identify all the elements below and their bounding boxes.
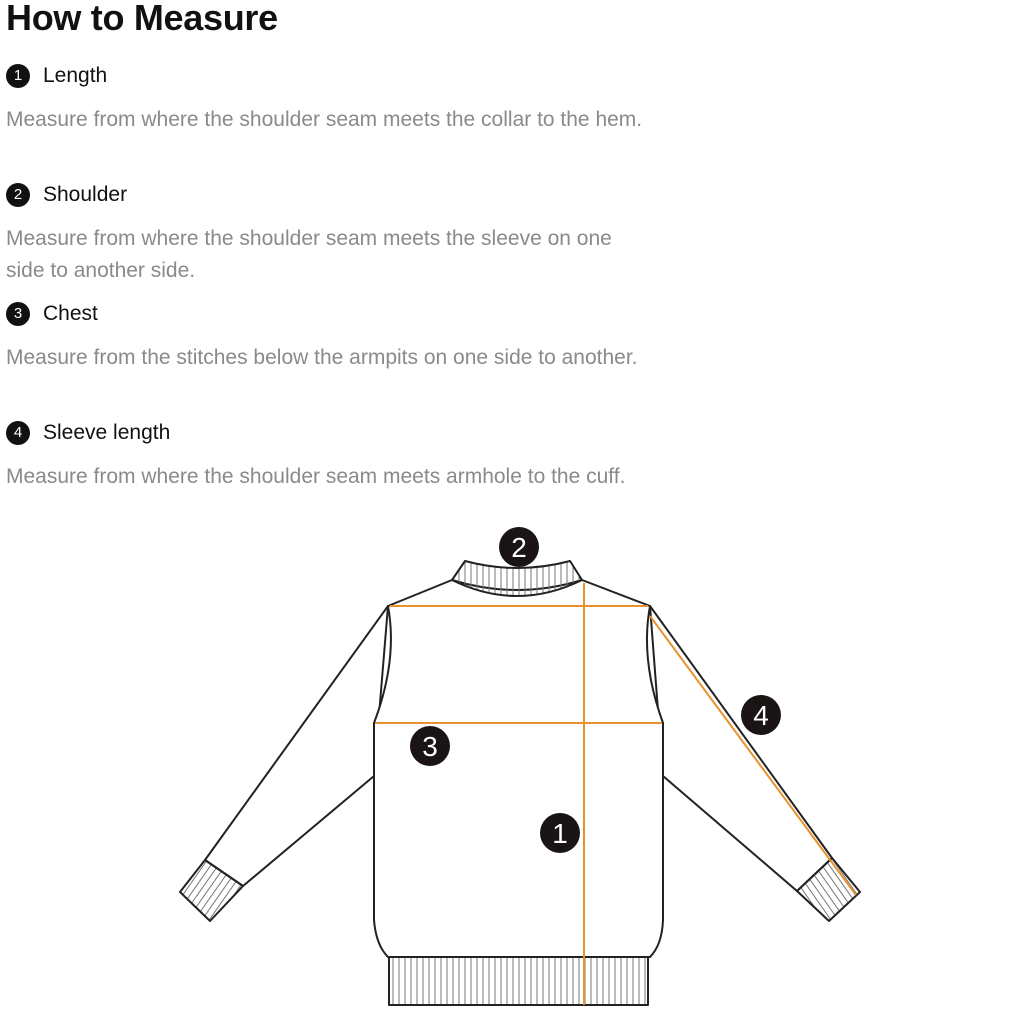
number-4-icon: 4 bbox=[6, 421, 30, 445]
section-shoulder: 2 Shoulder Measure from where the should… bbox=[6, 181, 646, 287]
section-label: Shoulder bbox=[43, 183, 128, 206]
svg-text:2: 2 bbox=[511, 532, 527, 563]
svg-text:4: 4 bbox=[753, 700, 769, 731]
number-2-icon: 2 bbox=[6, 183, 30, 207]
diagram-marker-1-icon: 1 bbox=[540, 813, 580, 853]
sweater-outline-icon bbox=[179, 560, 861, 1006]
measurement-lines bbox=[375, 583, 857, 1005]
sweater-measurement-diagram: 2 3 1 4 bbox=[179, 527, 861, 1006]
section-description: Measure from the stitches below the armp… bbox=[6, 346, 638, 369]
section-sleeve-length: 4 Sleeve length Measure from where the s… bbox=[6, 419, 646, 493]
section-length: 1 Length Measure from where the shoulder… bbox=[6, 62, 646, 136]
number-1-icon: 1 bbox=[6, 64, 30, 88]
section-description: Measure from where the shoulder seam mee… bbox=[6, 108, 643, 131]
section-header: 2 Shoulder bbox=[6, 181, 646, 209]
section-header: 3 Chest bbox=[6, 300, 646, 328]
section-description: Measure from where the shoulder seam mee… bbox=[6, 465, 626, 488]
diagram-marker-3-icon: 3 bbox=[410, 726, 450, 766]
svg-text:1: 1 bbox=[552, 818, 568, 849]
section-header: 1 Length bbox=[6, 62, 646, 90]
section-chest: 3 Chest Measure from the stitches below … bbox=[6, 300, 646, 374]
section-description: Measure from where the shoulder seam mee… bbox=[6, 227, 612, 282]
section-header: 4 Sleeve length bbox=[6, 419, 646, 447]
diagram-marker-2-icon: 2 bbox=[499, 527, 539, 567]
section-label: Sleeve length bbox=[43, 421, 171, 444]
page-title: How to Measure bbox=[6, 0, 278, 38]
section-label: Length bbox=[43, 64, 108, 87]
svg-text:3: 3 bbox=[422, 731, 438, 762]
section-label: Chest bbox=[43, 302, 98, 325]
number-3-icon: 3 bbox=[6, 302, 30, 326]
diagram-marker-4-icon: 4 bbox=[741, 695, 781, 735]
